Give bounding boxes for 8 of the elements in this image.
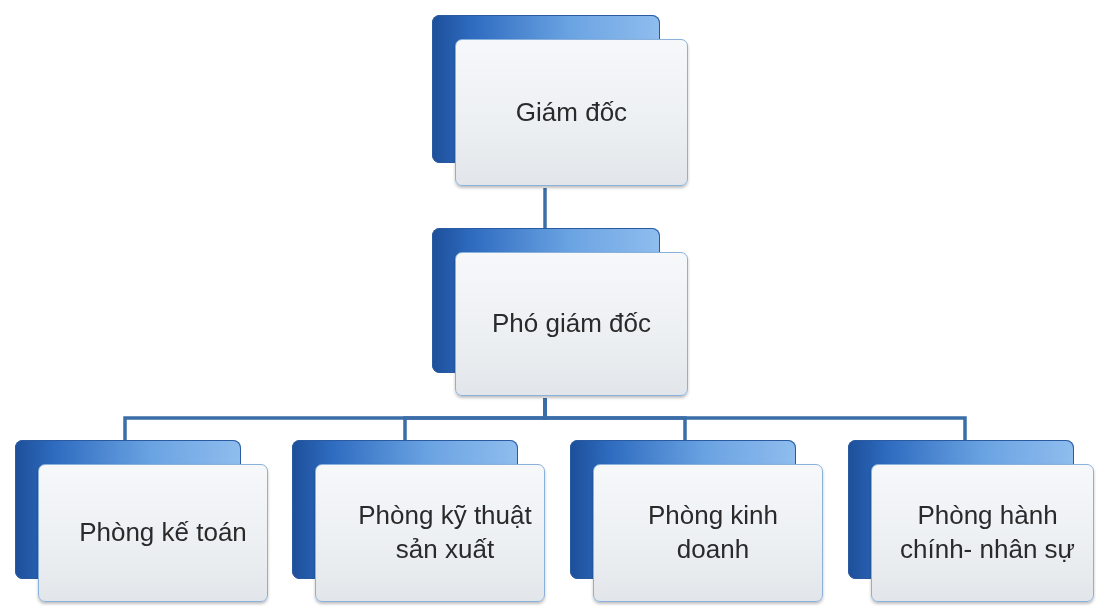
box-label: Phòng kỹ thuật sản xuất	[357, 499, 533, 566]
box-label: Phòng kế toán	[79, 516, 247, 550]
box-label: Phó giám đốc	[492, 307, 651, 341]
connector-line	[543, 398, 967, 440]
box-label: Giám đốc	[515, 95, 628, 129]
connector-line	[543, 188, 547, 228]
box-label: Phòng hành chính- nhân sự	[899, 499, 1076, 566]
box-label: Phòng kinh doanh	[646, 499, 780, 566]
